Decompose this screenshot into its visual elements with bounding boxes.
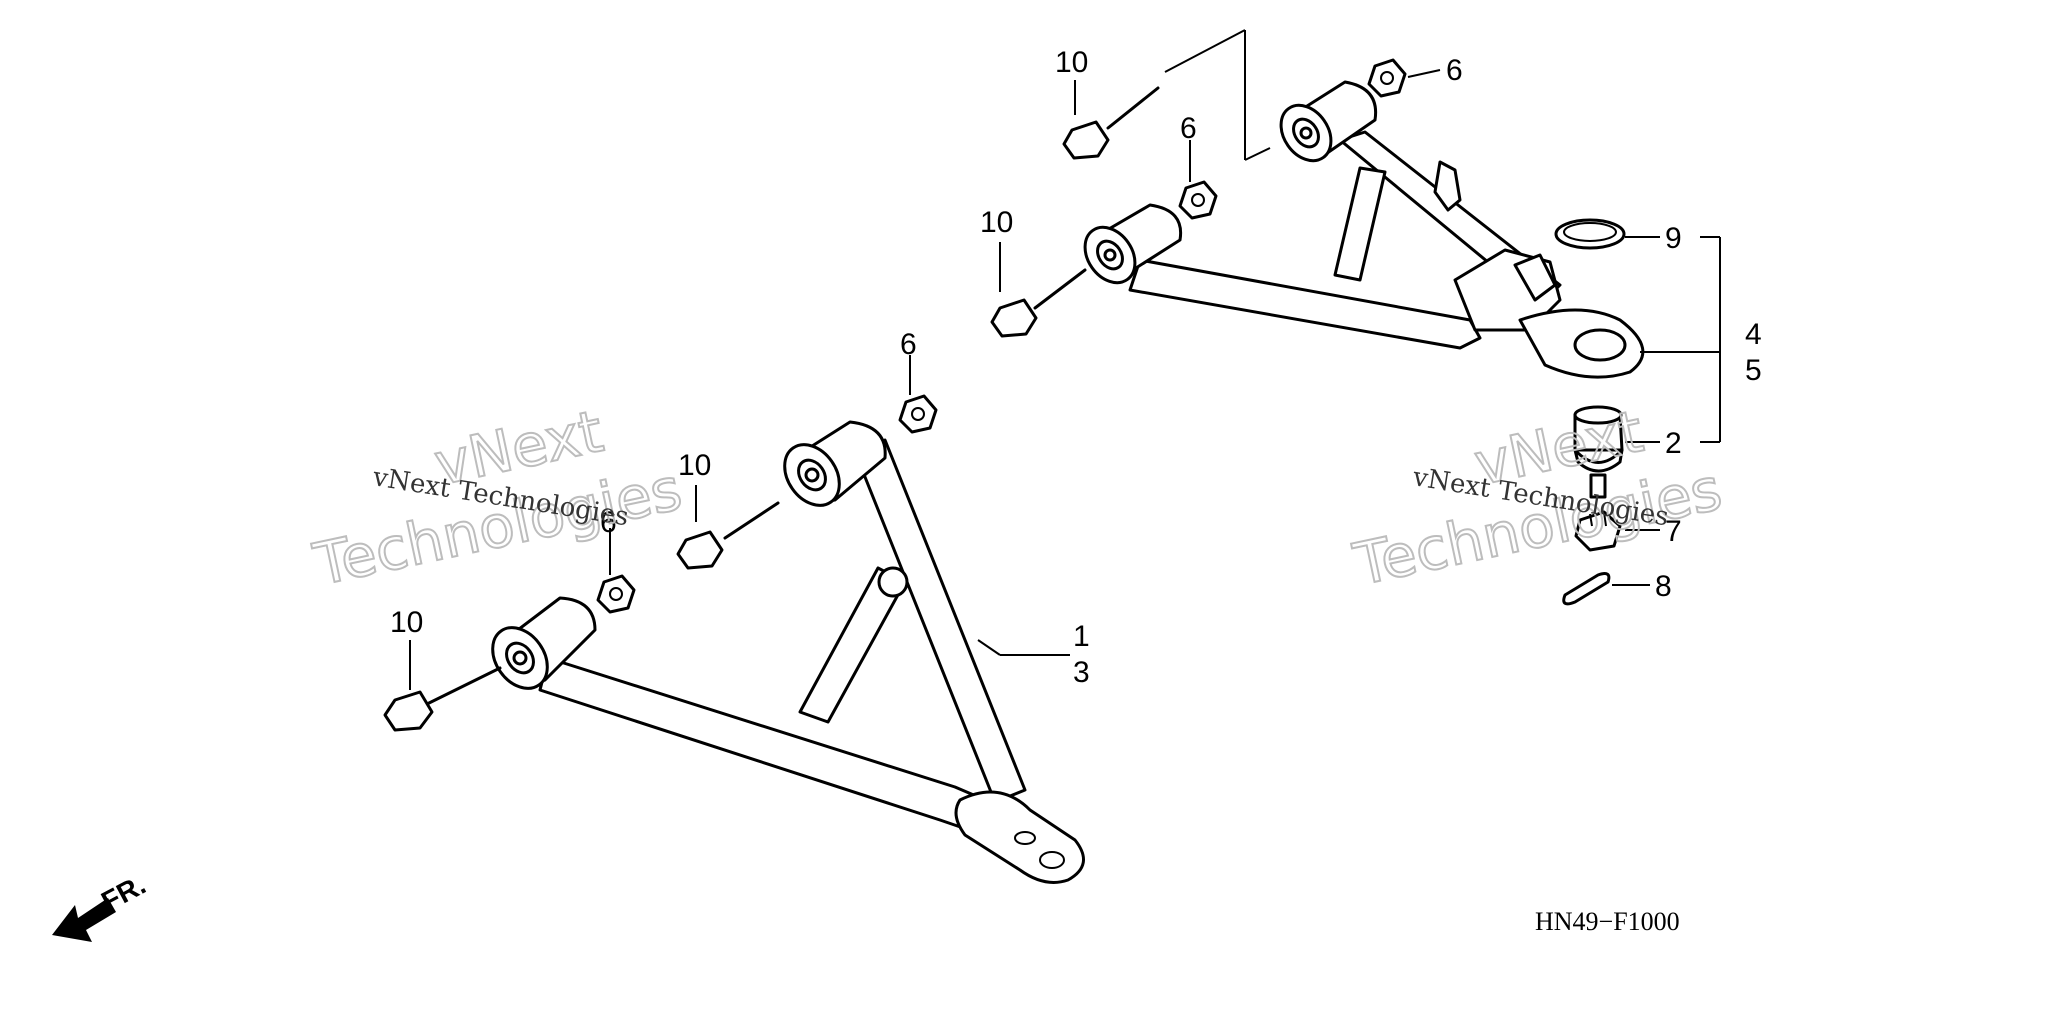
front-direction-indicator: FR. — [52, 869, 151, 942]
callout-1: 1 — [1073, 620, 1090, 653]
callout-6-c: 6 — [1180, 112, 1197, 145]
callout-10-b: 10 — [678, 449, 711, 482]
callout-7: 7 — [1665, 515, 1682, 548]
callout-5: 5 — [1745, 354, 1762, 387]
bolt-10-a — [383, 666, 502, 732]
circlip-9 — [1554, 218, 1626, 250]
upper-arm — [1083, 80, 1645, 379]
callout-6-a: 6 — [600, 506, 617, 539]
callout-6-d: 6 — [1446, 54, 1463, 87]
castle-nut-7 — [1574, 510, 1622, 552]
callout-6-b: 6 — [900, 328, 917, 361]
bolt-10-d — [1062, 86, 1160, 160]
nut-6-d — [1367, 58, 1407, 98]
cotter-pin-8 — [1562, 572, 1611, 606]
callout-10-a: 10 — [390, 606, 423, 639]
bolt-10-c — [990, 268, 1087, 338]
nut-6-c — [1178, 180, 1218, 220]
lower-arm — [491, 420, 1085, 884]
callout-9: 9 — [1665, 222, 1682, 255]
nut-6-a — [596, 574, 636, 614]
ball-joint-2 — [1573, 405, 1624, 499]
nut-6-b — [898, 394, 938, 434]
callout-4: 4 — [1745, 318, 1762, 351]
watermark-left: vNext Technologies vNext Technologies — [307, 396, 689, 600]
callout-3: 3 — [1073, 656, 1090, 689]
callout-10-d: 10 — [1055, 46, 1088, 79]
front-arrow-icon — [52, 898, 116, 942]
callout-2: 2 — [1665, 427, 1682, 460]
callout-8: 8 — [1655, 570, 1672, 603]
leader-lines — [409, 29, 1721, 690]
callout-10-c: 10 — [980, 206, 1013, 239]
bolt-10-b — [676, 501, 780, 570]
diagram-code: HN49−F1000 — [1535, 907, 1680, 936]
